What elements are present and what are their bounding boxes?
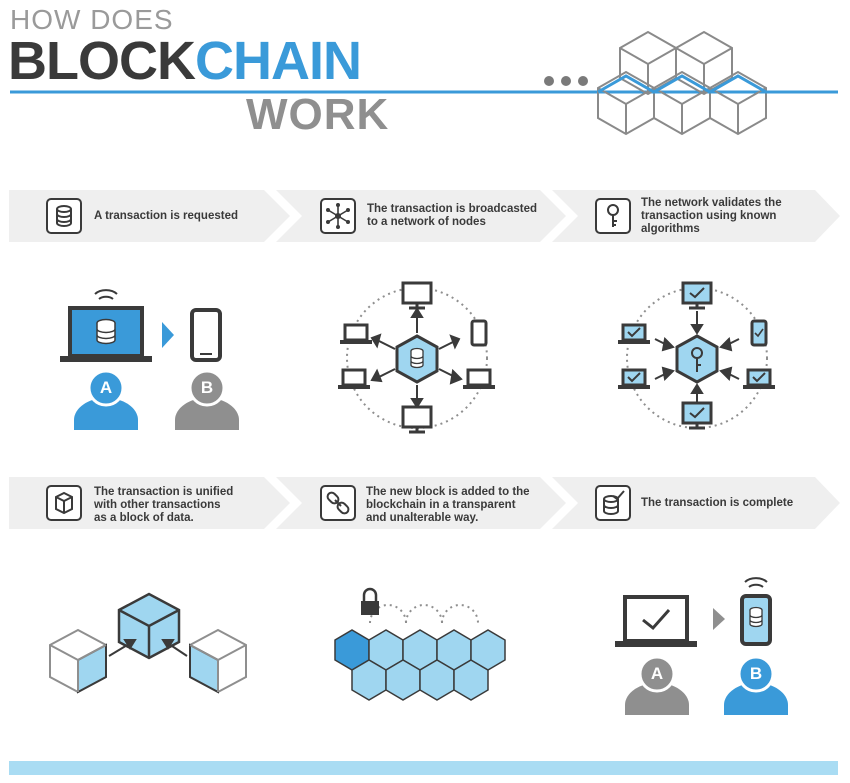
- illustration-request: [60, 289, 239, 430]
- title-chain: CHAIN: [194, 31, 362, 91]
- validated-laptop-icon: [743, 368, 775, 389]
- person-b-icon: [724, 683, 788, 715]
- database-icon: [46, 198, 82, 234]
- laptop-icon: [466, 368, 492, 387]
- arrow-icon: [162, 322, 174, 348]
- illustration-complete: [615, 577, 788, 715]
- arrow-icon: [713, 608, 725, 630]
- person-b-label-2: B: [749, 664, 763, 683]
- validated-laptop-icon: [618, 323, 650, 344]
- header-cubes-icon: [597, 30, 767, 136]
- laptop-icon: [68, 306, 144, 358]
- dot: [578, 76, 588, 86]
- monitor-icon: [401, 405, 433, 429]
- person-a-icon: [74, 398, 138, 430]
- block-grid: [334, 629, 506, 701]
- person-b-icon: [175, 398, 239, 430]
- footer-bar: [9, 761, 838, 775]
- wifi-icon: [94, 289, 118, 300]
- illustration-unify: [49, 592, 247, 694]
- illustration-chain: [334, 587, 506, 701]
- validated-phone-icon: [750, 319, 768, 347]
- cube-icon: [49, 628, 107, 694]
- cube-icon: [46, 485, 82, 521]
- laptop-icon: [341, 368, 367, 387]
- person-a-label: A: [99, 378, 113, 397]
- validated-monitor-icon: [681, 401, 713, 430]
- dot: [544, 76, 554, 86]
- illustration-validate: [618, 281, 775, 430]
- key-icon: [595, 198, 631, 234]
- title-line-1: HOW DOES: [10, 4, 174, 35]
- step-5-text: The new block is added to the blockchain…: [366, 486, 530, 524]
- step-1-text: A transaction is requested: [94, 210, 239, 222]
- chain-link-icon: [320, 485, 356, 521]
- step-3-text: The network validates the transaction us…: [641, 197, 782, 235]
- monitor-icon: [401, 281, 433, 305]
- validated-monitor-icon: [681, 281, 713, 310]
- header-graphic: [10, 30, 838, 136]
- step-2-text: The transaction is broadcasted to a netw…: [367, 203, 537, 228]
- step-4-text: The transaction is unified with other tr…: [94, 486, 234, 524]
- illustration-broadcast: [338, 281, 495, 434]
- title-line-2: BLOCKCHAIN: [8, 30, 362, 92]
- cube-icon: [117, 592, 181, 660]
- dot: [561, 76, 571, 86]
- network-icon: [320, 198, 356, 234]
- person-b-label: B: [200, 378, 214, 397]
- lock-icon: [361, 587, 379, 615]
- wifi-icon: [744, 577, 768, 588]
- step-6-text: The transaction is complete: [641, 497, 794, 509]
- cube-icon: [189, 628, 247, 694]
- phone-icon: [190, 308, 222, 362]
- person-a-icon: [625, 683, 689, 715]
- checked-database-icon: [595, 485, 631, 521]
- phone-icon: [470, 319, 488, 347]
- person-a-label-2: A: [650, 664, 664, 683]
- zigzag-line: [597, 74, 838, 94]
- laptop-icon: [343, 323, 369, 342]
- validated-laptop-icon: [618, 368, 650, 389]
- laptop-check-icon: [623, 595, 689, 643]
- title-line-3: WORK: [246, 90, 390, 139]
- title-block: BLOCK: [8, 31, 196, 91]
